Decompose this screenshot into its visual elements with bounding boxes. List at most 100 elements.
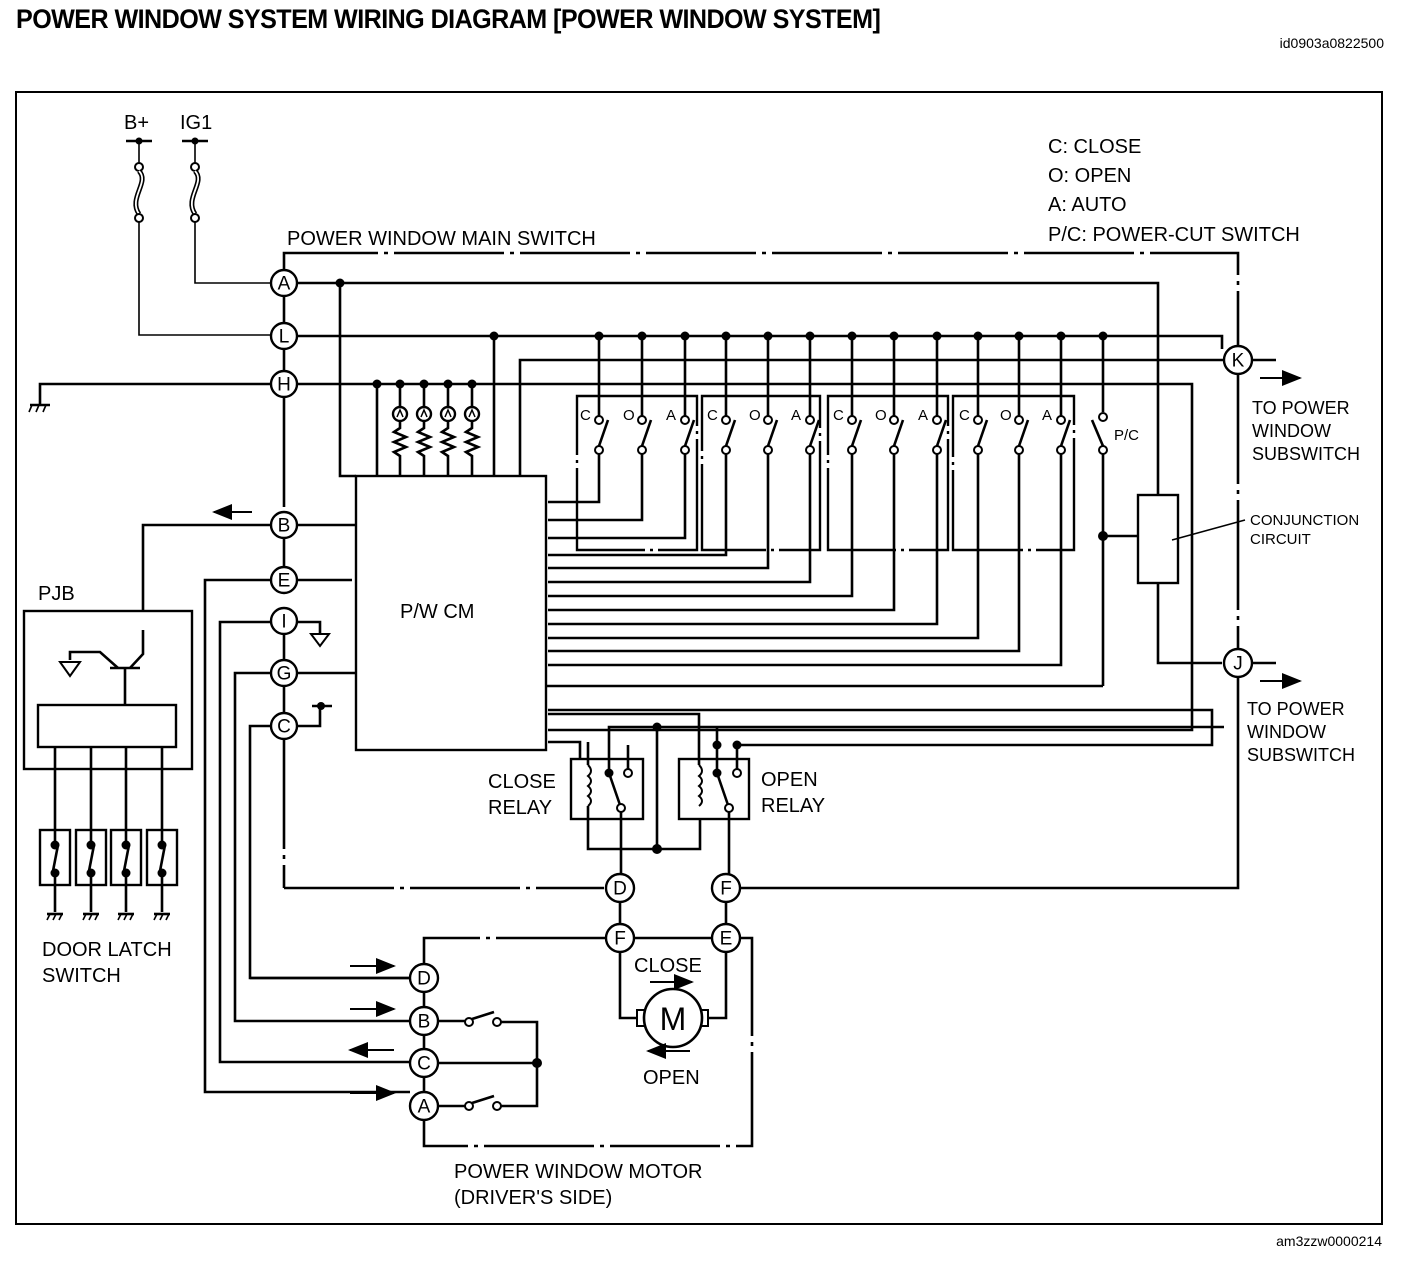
switch-contact-c[interactable]: C — [548, 336, 863, 598]
svg-text:A: A — [278, 274, 291, 295]
switch-contact-c[interactable]: C — [548, 336, 610, 504]
main-switch-label: POWER WINDOW MAIN SWITCH — [287, 228, 596, 250]
fuse-icon — [189, 162, 201, 223]
pw-cm-label: P/W CM — [400, 601, 474, 623]
switch-contact-o[interactable]: O — [548, 336, 779, 570]
ground-icon — [28, 382, 270, 413]
legend-item: C: CLOSE — [1048, 136, 1141, 158]
door-latch-switch-icon — [109, 747, 143, 921]
transistor-ground-icon — [58, 661, 82, 678]
svg-text:D: D — [613, 879, 627, 900]
svg-text:J: J — [1233, 654, 1243, 675]
subswitch-label-line: SUBSWITCH — [1247, 745, 1355, 765]
door-latch-switches — [38, 747, 179, 921]
svg-text:F: F — [614, 929, 626, 950]
contact-label: C — [959, 407, 970, 424]
connector-b: B — [269, 510, 299, 540]
motor-open-label: OPEN — [643, 1067, 700, 1089]
contact-label: A — [791, 407, 801, 424]
subswitch-label-line: TO POWER — [1247, 699, 1345, 719]
motor-connector-c: C — [408, 1047, 440, 1079]
fuse-icon — [133, 162, 145, 223]
svg-text:C: C — [417, 1054, 431, 1075]
subswitch-upper-label: TO POWER WINDOW SUBSWITCH — [1252, 398, 1360, 464]
connector-k: K — [1222, 344, 1254, 376]
conjunction-label: CIRCUIT — [1250, 531, 1311, 548]
svg-text:A: A — [418, 1097, 431, 1118]
legend-item: A: AUTO — [1048, 194, 1127, 216]
connector-f: F — [710, 872, 742, 904]
power-cut-switch[interactable]: P/C — [546, 336, 1139, 688]
switch-contact-a[interactable]: A — [548, 336, 948, 626]
power-sources: B+ IG1 — [124, 112, 270, 336]
svg-text:G: G — [277, 664, 292, 685]
connector-j: J — [1222, 647, 1254, 679]
svg-text:D: D — [417, 969, 431, 990]
door-latch-label: DOOR LATCH — [42, 939, 172, 961]
connector-i: I — [269, 606, 299, 636]
connector-e: E — [269, 565, 299, 595]
motor-caption: POWER WINDOW MOTOR — [454, 1161, 703, 1183]
contact-label: O — [1000, 407, 1012, 424]
contact-label: O — [749, 407, 761, 424]
pjb-unit: PJB — [22, 583, 194, 771]
svg-text:H: H — [277, 375, 291, 396]
switch-contact-c[interactable]: C — [548, 336, 989, 640]
document-id: id0903a0822500 — [1279, 35, 1384, 51]
subswitch-label-line: WINDOW — [1252, 421, 1331, 441]
motor-connector-e: E — [710, 922, 742, 954]
svg-text:K: K — [1232, 351, 1245, 372]
contact-label: C — [707, 407, 718, 424]
connector-g: G — [269, 658, 299, 688]
switch-contact-o[interactable]: O — [548, 336, 653, 522]
switch-contact-c[interactable]: C — [548, 336, 737, 557]
signal-ground-icon — [309, 633, 331, 648]
close-relay-label: CLOSE — [488, 771, 556, 793]
contact-label: A — [1042, 407, 1052, 424]
page-title: POWER WINDOW SYSTEM WIRING DIAGRAM [POWE… — [16, 4, 881, 34]
close-relay-label: RELAY — [488, 797, 552, 819]
pw-cm-module — [354, 474, 548, 752]
svg-text:F: F — [720, 879, 732, 900]
svg-text:B: B — [418, 1012, 431, 1033]
subswitch-label-line: TO POWER — [1252, 398, 1350, 418]
subswitch-label-line: SUBSWITCH — [1252, 444, 1360, 464]
indicator-lamp-icon — [462, 379, 482, 476]
switch-contact-a[interactable]: A — [548, 336, 821, 584]
motor-connector-f: F — [604, 922, 636, 954]
switch-contact-a[interactable]: A — [548, 336, 1072, 667]
svg-text:C: C — [277, 717, 291, 738]
motor-caption: (DRIVER'S SIDE) — [454, 1187, 612, 1209]
contact-label: C — [580, 407, 591, 424]
close-relay: CLOSE RELAY — [488, 725, 702, 876]
svg-text:B: B — [278, 516, 291, 537]
connector-d: D — [604, 872, 636, 904]
conjunction-circuit: CONJUNCTION CIRCUIT — [1103, 493, 1359, 665]
relay-coil-icon — [586, 764, 592, 807]
power-cut-label: P/C — [1114, 427, 1139, 444]
svg-text:E: E — [720, 929, 733, 950]
indicator-lamp-icon — [414, 379, 434, 476]
switch-contact-o[interactable]: O — [548, 336, 1030, 653]
legend: C: CLOSE O: OPEN A: AUTO P/C: POWER-CUT … — [1048, 136, 1300, 246]
contact-label: A — [918, 407, 928, 424]
conjunction-label: CONJUNCTION — [1250, 512, 1359, 529]
switch-contact-a[interactable]: A — [548, 336, 696, 540]
switch-contact-o[interactable]: O — [548, 336, 905, 612]
contact-label: O — [623, 407, 635, 424]
contact-label: A — [666, 407, 676, 424]
motor-close-label: CLOSE — [634, 955, 702, 977]
open-relay-label: OPEN — [761, 769, 818, 791]
contact-label: C — [833, 407, 844, 424]
connector-a: A — [269, 268, 299, 298]
motor-symbol: M — [660, 1001, 687, 1037]
contact-label: O — [875, 407, 887, 424]
relay-coil-icon — [697, 764, 703, 807]
motor-connector-a: A — [408, 1090, 440, 1122]
open-relay-label: RELAY — [761, 795, 825, 817]
door-latch-label: SWITCH — [42, 965, 121, 987]
